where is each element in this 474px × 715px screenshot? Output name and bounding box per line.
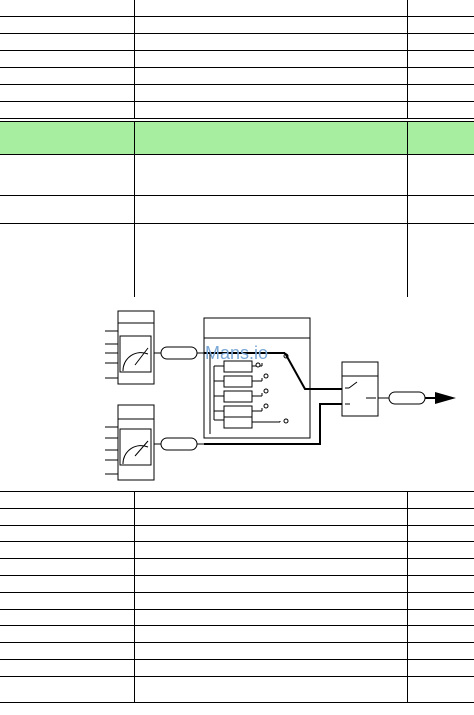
top-table: [0, 0, 474, 119]
table-row: [0, 676, 474, 703]
table-row: [0, 575, 474, 593]
table-row: [0, 592, 474, 610]
table-row: [0, 609, 474, 627]
table-row: [0, 223, 474, 297]
table-row: [0, 491, 474, 509]
table-row: [0, 558, 474, 576]
table-row: [0, 84, 474, 102]
connector-upper: [160, 346, 198, 360]
bottom-table: [0, 491, 474, 703]
table-row: [0, 195, 474, 224]
watermark: Mans.io: [205, 343, 268, 363]
schematic-diagram: Mans.io: [105, 310, 456, 481]
table-row: [0, 67, 474, 85]
table-header-row: [0, 121, 474, 155]
table-row: [0, 16, 474, 34]
output-arrow: [435, 392, 456, 404]
relay-bank: [203, 317, 311, 439]
table-row: [0, 0, 474, 17]
middle-table: [0, 121, 474, 297]
table-row: [0, 154, 474, 196]
table-row: [0, 508, 474, 526]
table-row: [0, 525, 474, 543]
meter-block-lower: [105, 404, 155, 481]
table-row: [0, 541, 474, 560]
table-row: [0, 625, 474, 644]
connector-lower: [160, 437, 198, 451]
meter-block-upper: [105, 310, 155, 385]
output-connector: [388, 391, 426, 405]
table-row: [0, 642, 474, 660]
table-row: [0, 50, 474, 68]
table-row: [0, 659, 474, 677]
switch-block: [341, 361, 379, 417]
table-row: [0, 33, 474, 51]
table-row: [0, 101, 474, 119]
